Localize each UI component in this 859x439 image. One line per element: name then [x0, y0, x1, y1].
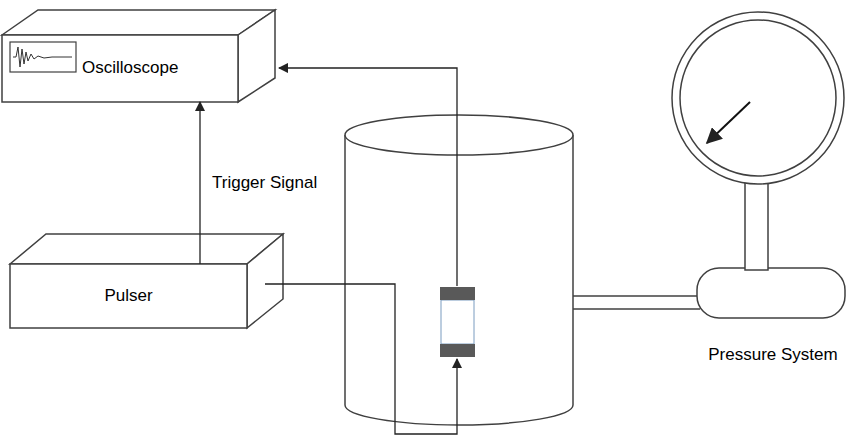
gauge-needle	[707, 102, 750, 143]
scope-screen	[10, 42, 76, 72]
oscilloscope-box	[2, 10, 275, 102]
pulser-box	[10, 234, 283, 328]
node-label: Pulser	[104, 286, 152, 306]
edge-label: Trigger Signal	[210, 173, 319, 193]
pulser-box: Pulser	[10, 264, 247, 328]
sample	[440, 287, 475, 357]
trigger-connector	[199, 102, 200, 264]
pressure-gauge	[672, 12, 845, 318]
pressure-vessel	[345, 115, 573, 425]
node-label: Pressure System	[708, 345, 837, 365]
pressure-pipe	[573, 296, 700, 309]
pressure-system-label: Pressure System	[692, 340, 854, 370]
node-label: Oscilloscope	[82, 58, 178, 78]
pulse-wire	[265, 284, 457, 434]
oscilloscope-box: Oscilloscope	[2, 35, 238, 102]
